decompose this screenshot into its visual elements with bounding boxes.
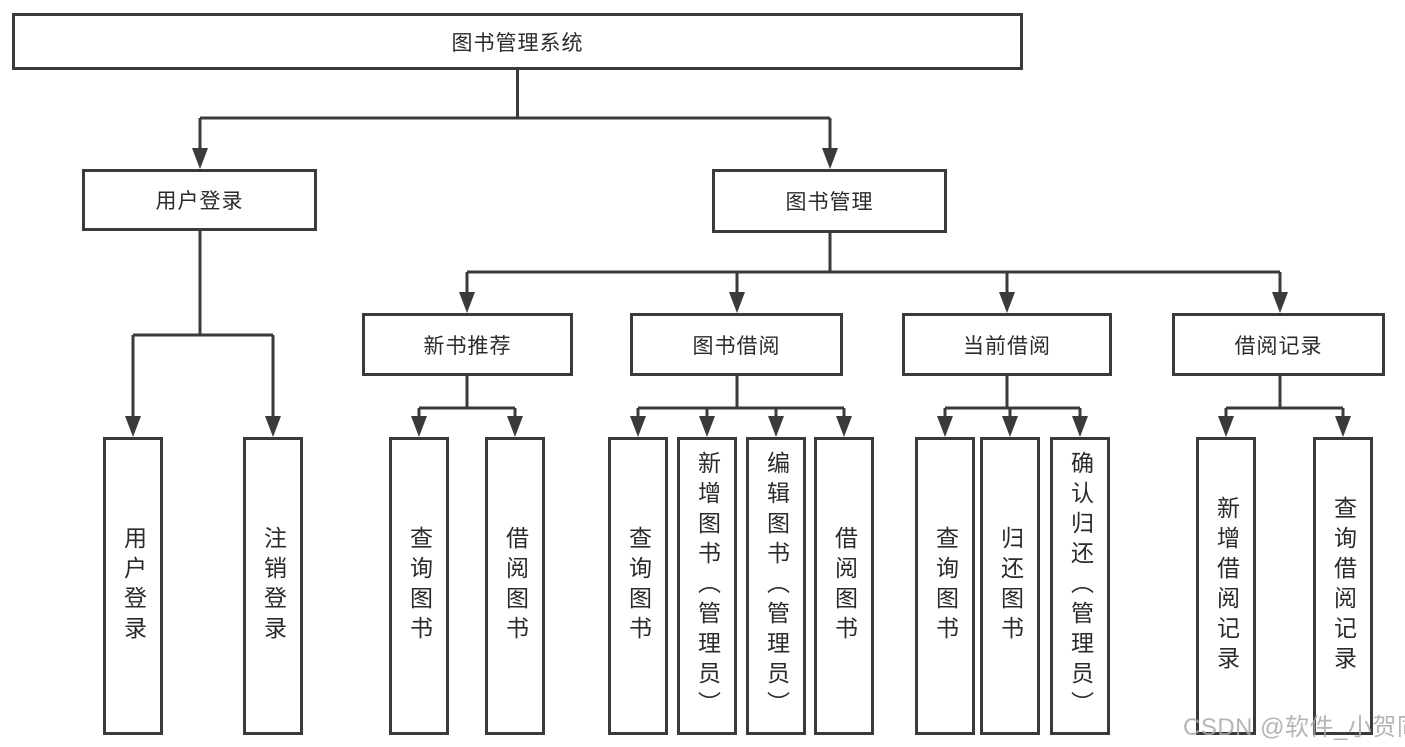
leaf-edit-books-admin-label: 编辑图书（管理员） (763, 451, 790, 721)
leaf-logout: 注销登录 (243, 437, 303, 735)
leaf-query-books-current: 查询图书 (915, 437, 975, 735)
leaf-logout-label: 注销登录 (260, 526, 287, 646)
watermark: CSDN @软件_小贺同学 (1183, 714, 1405, 741)
leaf-user-login-label: 用户登录 (120, 526, 147, 646)
leaf-edit-books-admin: 编辑图书（管理员） (746, 437, 806, 735)
leaf-borrow-books-recommend: 借阅图书 (485, 437, 545, 735)
node-book-management: 图书管理 (712, 169, 947, 233)
arrowheads (125, 148, 1351, 437)
leaf-borrow-books-label: 借阅图书 (831, 526, 858, 646)
leaf-query-books-borrow-label: 查询图书 (625, 526, 652, 646)
leaf-return-books-label: 归还图书 (997, 526, 1024, 646)
node-borrowing-records: 借阅记录 (1172, 313, 1385, 376)
leaf-user-login: 用户登录 (103, 437, 163, 735)
node-book-borrowing: 图书借阅 (630, 313, 843, 376)
leaf-borrow-books: 借阅图书 (814, 437, 874, 735)
leaf-query-books-borrow: 查询图书 (608, 437, 668, 735)
leaf-add-books-admin-label: 新增图书（管理员） (694, 451, 721, 721)
leaf-confirm-return-admin: 确认归还（管理员） (1050, 437, 1110, 735)
node-library-management-system: 图书管理系统 (12, 13, 1023, 70)
tree-edges (131, 70, 1345, 418)
leaf-return-books: 归还图书 (980, 437, 1040, 735)
leaf-borrow-books-recommend-label: 借阅图书 (502, 526, 529, 646)
leaf-add-borrow-record-label: 新增借阅记录 (1213, 496, 1240, 676)
node-new-book-recommendation: 新书推荐 (362, 313, 573, 376)
leaf-add-books-admin: 新增图书（管理员） (677, 437, 737, 735)
node-user-login: 用户登录 (82, 169, 317, 231)
leaf-query-books-recommend: 查询图书 (389, 437, 449, 735)
leaf-query-books-recommend-label: 查询图书 (406, 526, 433, 646)
leaf-add-borrow-record: 新增借阅记录 (1196, 437, 1256, 735)
leaf-query-books-current-label: 查询图书 (932, 526, 959, 646)
leaf-query-borrow-record-label: 查询借阅记录 (1330, 496, 1357, 676)
node-current-borrowing: 当前借阅 (902, 313, 1112, 376)
leaf-confirm-return-admin-label: 确认归还（管理员） (1067, 451, 1094, 721)
leaf-query-borrow-record: 查询借阅记录 (1313, 437, 1373, 735)
